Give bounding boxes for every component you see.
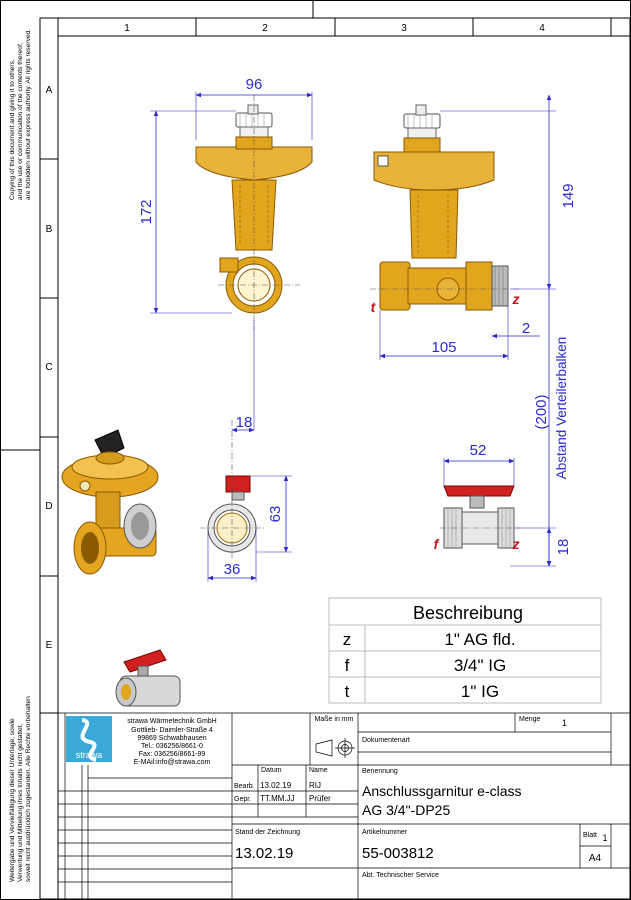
copyright-en-line-1: Copying of this document and giving it t… xyxy=(9,59,16,200)
masse-label: Maße in mm xyxy=(315,716,354,723)
dimension-172: 172 xyxy=(138,199,155,224)
company-line-5: Fax: 036256/8661-99 xyxy=(139,751,206,758)
benennung-line-2: AG 3/4"-DP25 xyxy=(362,802,450,818)
description-value-z: 1" AG fld. xyxy=(444,630,515,649)
dimension-63: 63 xyxy=(267,506,284,523)
gepr-name: Prüfer xyxy=(309,794,331,803)
copyright-de-line-3: soweit nicht ausdrücklich zugestanden. A… xyxy=(25,696,32,882)
artikel-label: Artikelnummer xyxy=(362,829,408,836)
benennung-line-1: Anschlussgarnitur e-class xyxy=(362,783,522,799)
label-z-side: z xyxy=(512,291,520,307)
company-line-6: E-MAil:info@strawa.com xyxy=(134,759,211,766)
gepr-date: TT.MM.JJ xyxy=(260,794,295,803)
bearb-name: RIJ xyxy=(309,781,321,790)
menge-value: 1 xyxy=(562,718,567,728)
dimension-52: 52 xyxy=(470,442,487,459)
datum-label: Datum xyxy=(261,767,282,774)
row-label-e: E xyxy=(46,640,53,651)
projection-symbol xyxy=(315,738,355,758)
column-label-2: 2 xyxy=(262,23,268,34)
description-value-t: 1" IG xyxy=(461,682,499,701)
label-f: f xyxy=(434,536,440,552)
column-label-3: 3 xyxy=(401,23,407,34)
row-label-a: A xyxy=(46,85,53,96)
row-label-c: C xyxy=(45,362,52,373)
dimension-18-top: 18 xyxy=(236,414,253,431)
dimension-36: 36 xyxy=(224,561,241,578)
company-line-3: 99869 Schwabhausen xyxy=(137,735,206,742)
row-label-d: D xyxy=(45,501,52,512)
name-label: Name xyxy=(309,767,328,774)
bearb-date: 13.02.19 xyxy=(260,781,292,790)
dimension-18-bottom: 18 xyxy=(555,539,572,556)
copyright-german: Weitergabe und Vervielfältigung dieser U… xyxy=(9,696,32,882)
copyright-english: Copying of this document and giving it t… xyxy=(9,29,32,200)
dimension-2: 2 xyxy=(522,320,530,337)
stand-value: 13.02.19 xyxy=(235,845,293,862)
title-block-grid xyxy=(58,712,630,899)
blatt-label: Blatt xyxy=(583,832,597,839)
bearb-label: Bearb. xyxy=(234,783,255,790)
copyright-en-line-2: and the use or communication of the cont… xyxy=(17,42,24,200)
dimension-96: 96 xyxy=(246,76,263,93)
company-line-2: Gottlieb- Daimler-Straße 4 xyxy=(131,727,213,734)
front-view-valve xyxy=(195,95,313,330)
iso-ball-valve xyxy=(115,649,181,707)
company-line-1: strawa Wärmetechnik GmbH xyxy=(127,718,216,725)
logo-text: strawa xyxy=(76,750,103,760)
dimension-105: 105 xyxy=(431,339,456,356)
abt-label: Abt. Technischer Service xyxy=(362,872,439,879)
benennung-label: Benennung xyxy=(362,768,398,775)
label-z-ball: z xyxy=(512,536,520,552)
dokumentenart-label: Dokumentenart xyxy=(362,737,410,744)
artikel-value: 55-003812 xyxy=(362,845,434,862)
copyright-de-line-2: Verwertung und Mitteilung ihres Inhalts … xyxy=(17,723,24,882)
abstand-verteilerbalken: Abstand Verteilerbalken xyxy=(554,337,569,480)
blatt-value: 1 xyxy=(602,833,607,843)
dimension-200: (200) xyxy=(533,394,550,429)
label-t-side: t xyxy=(371,299,377,315)
strawa-logo: strawa xyxy=(66,716,112,762)
format-value: A4 xyxy=(589,853,602,864)
copyright-en-line-3: are forbidden without express authority.… xyxy=(25,29,32,200)
dimension-149: 149 xyxy=(560,183,577,208)
description-table xyxy=(328,597,602,704)
ball-valve-side-view xyxy=(440,485,520,549)
description-value-f: 3/4" IG xyxy=(454,656,506,675)
description-key-z: z xyxy=(343,630,352,649)
copyright-de-line-1: Weitergabe und Vervielfältigung dieser U… xyxy=(9,718,16,882)
column-label-1: 1 xyxy=(124,23,130,34)
stand-label: Stand der Zeichnung xyxy=(235,829,300,836)
description-header: Beschreibung xyxy=(413,603,523,623)
gepr-label: Gepr. xyxy=(234,796,251,803)
description-key-f: f xyxy=(345,656,350,675)
ball-valve-front-view xyxy=(200,420,265,560)
iso-brass-valve xyxy=(61,429,159,575)
description-key-t: t xyxy=(345,682,350,701)
row-label-b: B xyxy=(46,224,53,235)
company-line-4: Tel.: 036256/8661-0 xyxy=(141,743,203,750)
menge-label: Menge xyxy=(519,716,541,723)
column-label-4: 4 xyxy=(539,23,545,34)
side-view-valve xyxy=(370,104,520,311)
